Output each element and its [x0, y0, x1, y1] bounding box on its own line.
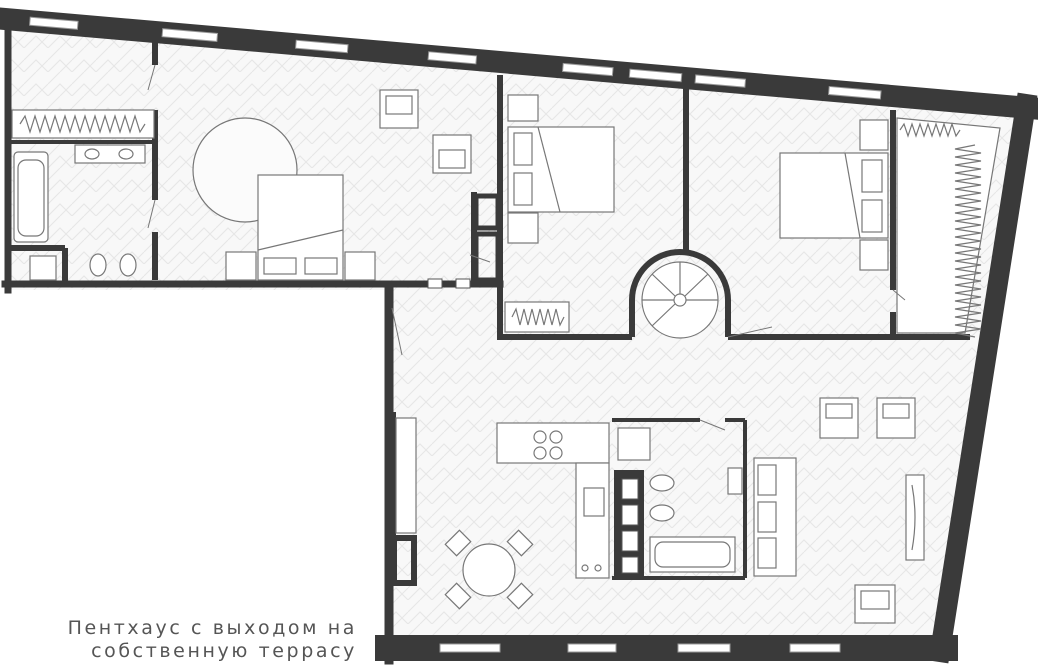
windows-top: [29, 16, 882, 100]
caption-line-2: собственную террасу: [91, 640, 357, 662]
doors: [147, 64, 906, 431]
windows-bottom: [439, 643, 841, 653]
caption-line-1: Пентхаус с выходом на: [67, 617, 357, 639]
furniture: [11, 89, 1001, 624]
wall-openings: [427, 278, 639, 574]
interior-walls: [10, 40, 970, 586]
plan-caption: Пентхаус с выходом на собственную террас…: [63, 617, 357, 663]
